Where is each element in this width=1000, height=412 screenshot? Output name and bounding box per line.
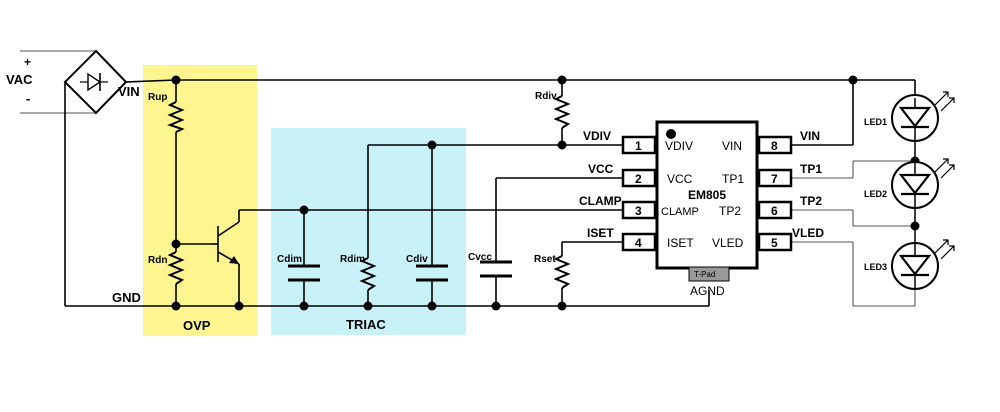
cdiv-capacitor: [416, 264, 448, 282]
cvcc-label: Cvcc: [468, 252, 492, 263]
pin-8-num: 8: [771, 139, 778, 153]
cvcc-capacitor: [480, 260, 512, 278]
led-3: [891, 226, 955, 290]
net-tp2: TP2: [800, 194, 822, 208]
ovp-label: OVP: [183, 318, 211, 333]
rset-resistor: [553, 255, 571, 289]
net-vled: VLED: [792, 226, 824, 240]
pin-4-num: 4: [635, 236, 642, 250]
cdiv-label: Cdiv: [406, 254, 428, 265]
net-clamp: CLAMP: [579, 194, 622, 208]
cdim-label: Cdim: [277, 254, 302, 265]
pin-5-name: VLED: [712, 236, 744, 250]
tpad: [688, 266, 730, 282]
rup-label: Rup: [148, 92, 167, 103]
pin-3-name: CLAMP: [661, 206, 699, 218]
rdim-resistor: [359, 257, 377, 291]
net-vcc: VCC: [588, 162, 614, 176]
led1-label: LED1: [864, 117, 887, 127]
net-iset: ISET: [587, 226, 614, 240]
rup-resistor: [167, 101, 185, 133]
pin-1-name: VDIV: [665, 139, 693, 153]
pin-1-num: 1: [635, 139, 642, 153]
rdn-label: Rdn: [148, 255, 167, 266]
pin-6-num: 6: [771, 204, 778, 218]
pin-7-name: TP1: [722, 172, 744, 186]
vac-label: VAC: [6, 72, 33, 87]
rdim-label: Rdim: [340, 254, 365, 265]
pin-8-name: VIN: [722, 139, 742, 153]
led3-label: LED3: [864, 262, 887, 272]
gnd-label: GND: [112, 290, 141, 305]
pin-7-num: 7: [771, 172, 778, 186]
rdn-resistor: [167, 251, 185, 285]
net-vdiv: VDIV: [583, 129, 611, 143]
pin-2-name: VCC: [667, 172, 693, 186]
net-tp1: TP1: [800, 162, 822, 176]
net-vin: VIN: [800, 129, 820, 143]
agnd-label: AGND: [690, 284, 725, 298]
pin-3-num: 3: [635, 204, 642, 218]
chip-name: EM805: [688, 188, 726, 202]
bridge-rectifier: [20, 49, 128, 115]
rset-label: Rset: [534, 254, 556, 265]
pin-2-num: 2: [635, 172, 642, 186]
left-pin-boxes: [621, 135, 657, 252]
rdiv-resistor: [553, 95, 571, 129]
ovp-region: [143, 65, 257, 336]
cdim-capacitor: [288, 264, 320, 282]
tpad-label: T-Pad: [694, 270, 715, 279]
vac-minus: -: [26, 91, 30, 106]
vac-plus: +: [24, 55, 31, 69]
led-2: [891, 158, 955, 226]
led2-label: LED2: [864, 189, 887, 199]
right-pin-boxes: [757, 135, 793, 252]
transistor-emitter-arrow: [229, 256, 239, 264]
pin-5-num: 5: [771, 236, 778, 250]
pin-6-name: TP2: [719, 204, 741, 218]
led-1: [891, 91, 955, 161]
pin-4-name: ISET: [667, 236, 694, 250]
triac-label: TRIAC: [346, 317, 386, 332]
em805-chip: [655, 120, 759, 282]
vin-net-label: VIN: [118, 84, 140, 99]
rdiv-label: Rdiv: [535, 91, 557, 102]
